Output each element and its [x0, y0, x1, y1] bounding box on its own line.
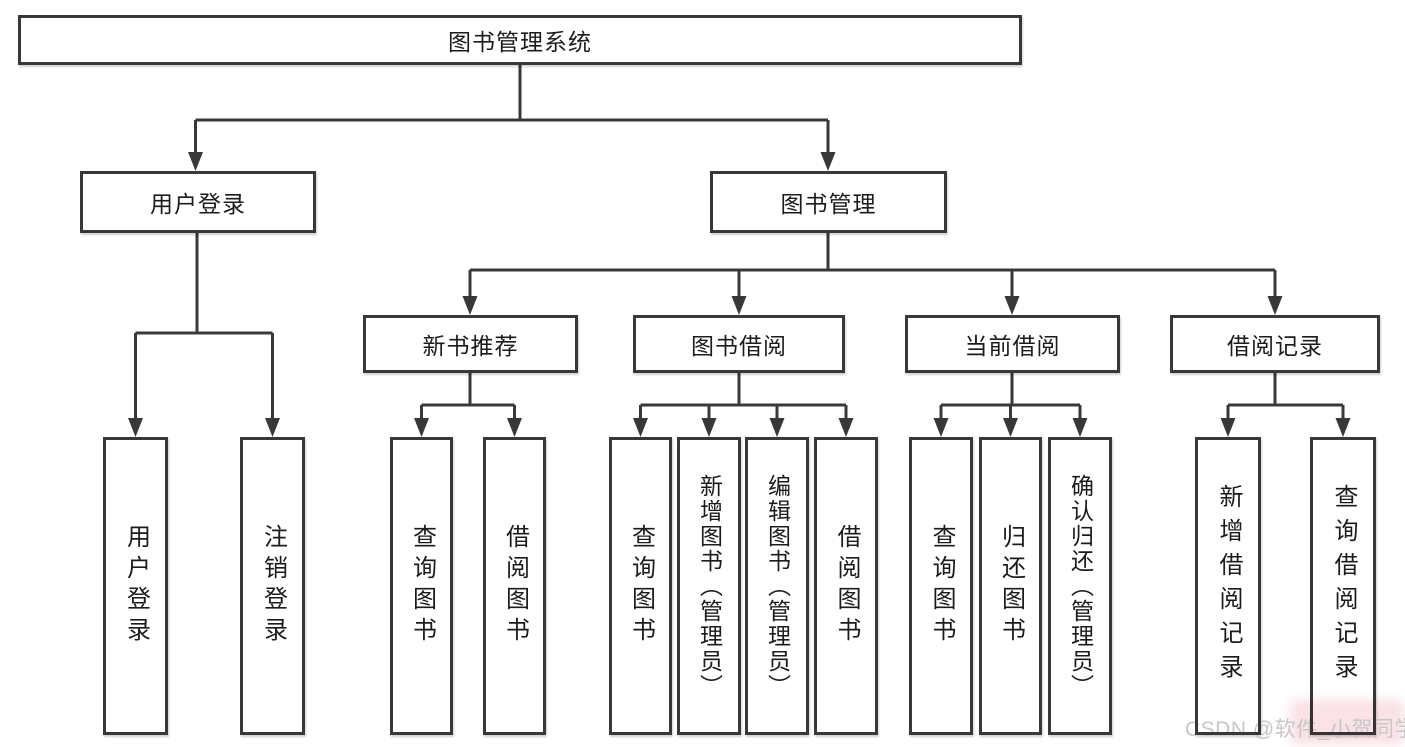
node-label: 新书推荐 [422, 333, 519, 359]
arrowheads [128, 152, 1351, 437]
connector-newbook-to-leaves [420, 373, 516, 424]
leaf-label: 查询图书 [928, 524, 955, 648]
leaf-label: 查询图书 [408, 524, 436, 648]
leaf-query-borrow-record: 查询借阅记录 [1310, 437, 1376, 735]
node-library-system: 图书管理系统 [18, 15, 1022, 65]
leaf-label: 借阅图书 [833, 524, 860, 648]
leaf-label: 编辑图书（管理员） [764, 473, 791, 699]
node-label: 图书管理 [780, 191, 877, 217]
csdn-watermark: CSDN @软件_小贺同学 [1185, 718, 1405, 741]
leaf-add-books-admin: 新增图书（管理员） [677, 437, 741, 735]
node-label: 图书借阅 [691, 333, 787, 359]
node-book-management: 图书管理 [710, 171, 947, 233]
node-label: 图书管理系统 [448, 29, 592, 55]
leaf-logout: 注销登录 [240, 437, 305, 735]
leaf-query-books-newbook: 查询图书 [390, 437, 453, 735]
node-label: 当前借阅 [964, 333, 1061, 359]
node-new-book-recommend: 新书推荐 [363, 315, 578, 373]
connector-currentborrow-to-leaves [939, 373, 1082, 424]
leaf-label: 新增图书（管理员） [696, 473, 723, 699]
node-borrowing-records: 借阅记录 [1170, 315, 1380, 373]
connector-userlogin-to-leaves [134, 233, 274, 424]
node-label: 借阅记录 [1227, 333, 1323, 359]
leaf-return-books: 归还图书 [979, 437, 1042, 735]
node-user-login: 用户登录 [80, 171, 316, 233]
leaf-edit-books-admin: 编辑图书（管理员） [745, 437, 809, 735]
watermark-tint [1290, 699, 1405, 745]
leaf-label: 注销登录 [259, 524, 287, 648]
leaf-query-books-borrow: 查询图书 [609, 437, 672, 735]
leaf-confirm-return-admin: 确认归还（管理员） [1048, 437, 1112, 735]
connector-root-to-level2 [194, 65, 830, 158]
leaf-user-login: 用户登录 [103, 437, 168, 735]
leaf-label: 确认归还（管理员） [1067, 473, 1094, 699]
leaf-label: 用户登录 [122, 524, 150, 648]
connector-bookborrow-to-leaves [639, 373, 848, 424]
leaf-borrow-books-newbook: 借阅图书 [483, 437, 546, 735]
leaf-borrow-books: 借阅图书 [814, 437, 878, 735]
connector-records-to-leaves [1226, 373, 1345, 424]
leaf-add-borrow-record: 新增借阅记录 [1195, 437, 1261, 735]
node-label: 用户登录 [150, 191, 246, 217]
leaf-label: 借阅图书 [501, 524, 529, 648]
leaf-query-books-current: 查询图书 [909, 437, 973, 735]
leaf-label: 归还图书 [997, 524, 1025, 648]
leaf-label: 新增借阅记录 [1215, 484, 1242, 688]
leaf-label: 查询借阅记录 [1330, 484, 1357, 688]
node-current-borrowing: 当前借阅 [905, 315, 1120, 373]
node-book-borrowing: 图书借阅 [633, 315, 845, 373]
leaf-label: 查询图书 [627, 524, 655, 648]
connector-bookmgmt-to-level3 [468, 233, 1277, 302]
